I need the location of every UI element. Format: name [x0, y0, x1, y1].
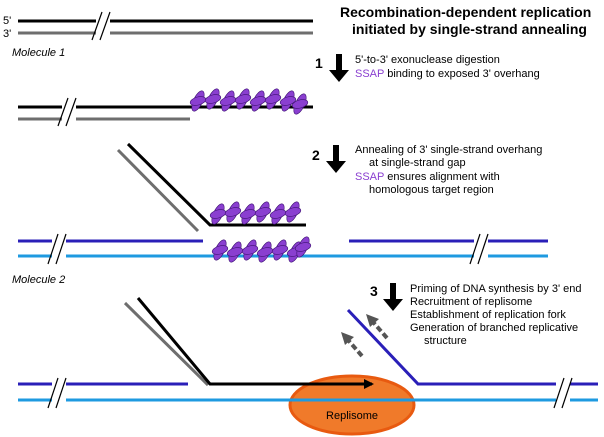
ssap-cluster-1 — [188, 86, 310, 117]
step-1-line-1: 5'-to-3' exonuclease digestion — [355, 54, 500, 66]
step-3-arrow — [383, 283, 403, 311]
replisome-label: Replisome — [326, 410, 378, 422]
break-mark — [553, 377, 573, 409]
molecule-1-duplex — [18, 11, 313, 41]
break-mark — [469, 233, 489, 265]
three-prime-label: 3' — [3, 28, 11, 40]
step-2-line-2: at single-strand gap — [369, 157, 466, 169]
break-mark — [91, 11, 111, 41]
step-2-line-1: Annealing of 3' single-strand overhang — [355, 144, 542, 156]
replisome — [288, 374, 416, 436]
molecule-2-gapped-duplex — [18, 233, 548, 265]
ssap-label: SSAP — [355, 171, 384, 183]
molecule-1-label: Molecule 1 — [12, 47, 65, 59]
ssap-cluster-2-lower — [210, 234, 313, 265]
step-1-arrow — [329, 54, 349, 82]
step-3-line-3: Establishment of replication fork — [410, 309, 566, 321]
step-2-line-3: SSAP ensures alignment with — [355, 171, 500, 183]
molecule-2-template — [18, 308, 598, 409]
step-2-arrow — [326, 145, 346, 173]
step-3-line-4: Generation of branched replicative — [410, 322, 578, 334]
break-mark — [47, 233, 67, 265]
step-2-line-4: homologous target region — [369, 184, 494, 196]
step-1-number: 1 — [315, 55, 323, 71]
step-3-line-1: Priming of DNA synthesis by 3' end — [410, 283, 581, 295]
step-3-line-5: structure — [424, 335, 467, 347]
annealing-molecule-1 — [116, 142, 306, 233]
replication-molecule-1 — [123, 297, 296, 387]
ssap-label: SSAP — [355, 68, 384, 80]
title-line-1: Recombination-dependent replication — [340, 4, 591, 20]
break-mark — [57, 97, 77, 127]
step-3-number: 3 — [370, 283, 378, 299]
break-mark — [47, 377, 67, 409]
five-prime-label: 5' — [3, 15, 11, 27]
step-3-line-2: Recruitment of replisome — [410, 296, 532, 308]
step-1-line-2: SSAP binding to exposed 3' overhang — [355, 68, 540, 80]
title-line-2: initiated by single-strand annealing — [352, 21, 587, 37]
molecule-2-label: Molecule 2 — [12, 274, 65, 286]
step-2-number: 2 — [312, 147, 320, 163]
fork-direction-arrows — [341, 314, 389, 358]
ssap-cluster-2-upper — [208, 199, 303, 227]
